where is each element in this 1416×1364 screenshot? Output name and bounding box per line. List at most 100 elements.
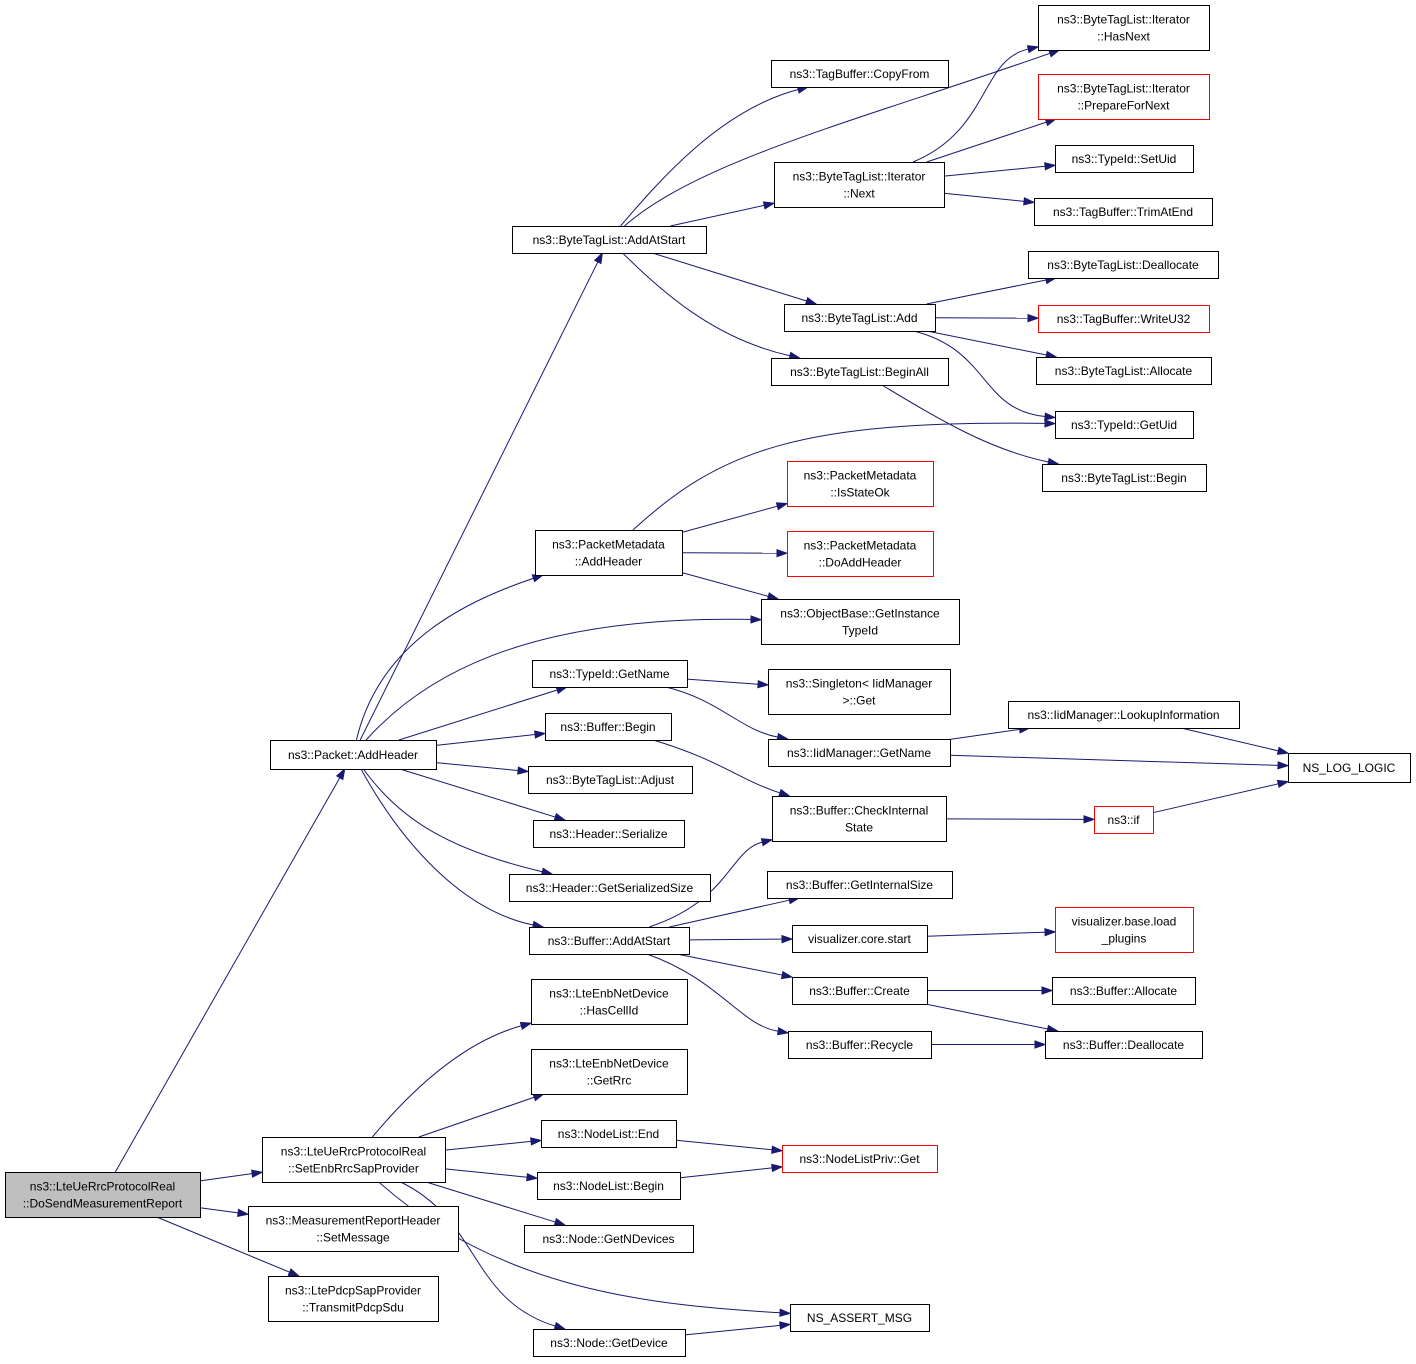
node-box — [537, 1172, 681, 1200]
node-root[interactable]: ns3::LteUeRrcProtocolReal::DoSendMeasure… — [5, 1172, 201, 1218]
node-nodelist-end[interactable]: ns3::NodeList::End — [541, 1120, 677, 1148]
node-buffer-begin[interactable]: ns3::Buffer::Begin — [545, 713, 672, 741]
node-buffer-deallocate[interactable]: ns3::Buffer::Deallocate — [1045, 1031, 1203, 1059]
node-label: ns3::ByteTagList::BeginAll — [790, 365, 929, 379]
node-box — [1028, 251, 1219, 279]
call-edge-buffer_create-to-buffer_deallocate — [925, 1003, 1048, 1030]
arrowhead-icon — [1044, 928, 1057, 937]
call-edge-buffer_addatstart-to-buffer_getinternalsize — [669, 899, 790, 928]
node-label: ::SetEnbRrcSapProvider — [288, 1162, 419, 1176]
node-tagbuffer-trimatend[interactable]: ns3::TagBuffer::TrimAtEnd — [1034, 198, 1213, 226]
node-label: ns3::if — [1107, 813, 1140, 827]
node-typeid-setuid[interactable]: ns3::TypeId::SetUid — [1055, 145, 1194, 173]
node-label: ns3::Buffer::Deallocate — [1063, 1038, 1185, 1052]
node-label: ns3::Header::Serialize — [549, 827, 667, 841]
node-label: ::SetMessage — [316, 1231, 390, 1245]
node-buffer-allocate[interactable]: ns3::Buffer::Allocate — [1052, 977, 1196, 1005]
arrowhead-icon — [780, 970, 794, 980]
node-box — [531, 1049, 688, 1095]
node-box — [529, 927, 690, 955]
node-header-serialize[interactable]: ns3::Header::Serialize — [533, 820, 685, 848]
node-label: ns3::Buffer::Allocate — [1070, 984, 1178, 998]
call-edge-setenb-to-lteenb_getrrc — [418, 1096, 535, 1138]
node-lteenb-hascellid[interactable]: ns3::LteEnbNetDevice::HasCellId — [531, 979, 688, 1025]
node-ns-assert-msg[interactable]: NS_ASSERT_MSG — [790, 1304, 930, 1332]
node-btl-addatstart[interactable]: ns3::ByteTagList::AddAtStart — [512, 226, 707, 254]
node-iidmanager-lookup[interactable]: ns3::IidManager::LookupInformation — [1008, 701, 1240, 729]
arrowhead-icon — [1026, 45, 1040, 54]
call-edge-buffer_begin-to-buffer_checkinternalstate — [652, 739, 781, 794]
node-btl-iter-hasnext[interactable]: ns3::ByteTagList::Iterator::HasNext — [1038, 5, 1210, 51]
call-edge-visualizer_core_start-to-visualizer_base_load — [926, 931, 1046, 937]
node-tagbuffer-copyfrom[interactable]: ns3::TagBuffer::CopyFrom — [771, 60, 949, 88]
node-btl-deallocate[interactable]: ns3::ByteTagList::Deallocate — [1028, 251, 1219, 279]
call-edge-setenb-to-nodelist_end — [444, 1140, 532, 1151]
node-btl-iter-next[interactable]: ns3::ByteTagList::Iterator::Next — [774, 162, 945, 208]
call-edge-packet_addheader-to-header_serialize — [399, 768, 556, 818]
node-transmitpdcp[interactable]: ns3::LtePdcpSapProvider::TransmitPdcpSdu — [268, 1276, 439, 1322]
node-pm-addheader[interactable]: ns3::PacketMetadata::AddHeader — [535, 530, 683, 576]
node-label: visualizer.core.start — [808, 932, 911, 946]
node-pm-doaddheader[interactable]: ns3::PacketMetadata::DoAddHeader — [787, 531, 934, 577]
node-packet-addheader[interactable]: ns3::Packet::AddHeader — [270, 740, 437, 770]
node-box — [512, 226, 707, 254]
node-buffer-recycle[interactable]: ns3::Buffer::Recycle — [788, 1031, 932, 1059]
node-tagbuffer-writeu32[interactable]: ns3::TagBuffer::WriteU32 — [1038, 305, 1210, 333]
arrowhead-icon — [804, 296, 818, 305]
node-pm-isstateok[interactable]: ns3::PacketMetadata::IsStateOk — [787, 461, 934, 507]
node-nodelist-begin[interactable]: ns3::NodeList::Begin — [537, 1172, 681, 1200]
arrowhead-icon — [1044, 162, 1057, 171]
node-btl-adjust[interactable]: ns3::ByteTagList::Adjust — [528, 766, 693, 794]
node-measreport[interactable]: ns3::MeasurementReportHeader::SetMessage — [248, 1206, 459, 1252]
node-node-getndevices[interactable]: ns3::Node::GetNDevices — [524, 1225, 694, 1253]
call-edge-buffer_addatstart-to-buffer_create — [676, 953, 783, 976]
node-setenb[interactable]: ns3::LteUeRrcProtocolReal::SetEnbRrcSapP… — [262, 1137, 446, 1183]
call-edge-btl_iter_next-to-btl_iter_prepare — [926, 121, 1047, 163]
call-edge-ns3_if-to-ns_log_logic — [1152, 783, 1279, 814]
arrowhead-icon — [1027, 313, 1040, 323]
node-typeid-getname[interactable]: ns3::TypeId::GetName — [532, 660, 688, 688]
node-node-getdevice[interactable]: ns3::Node::GetDevice — [533, 1329, 686, 1357]
node-box — [1038, 74, 1210, 120]
arrowhead-icon — [593, 251, 603, 265]
node-buffer-getinternalsize[interactable]: ns3::Buffer::GetInternalSize — [767, 871, 953, 899]
node-btl-allocate[interactable]: ns3::ByteTagList::Allocate — [1036, 357, 1212, 385]
call-edge-pm_addheader-to-typeid_getuid — [632, 422, 1046, 531]
node-iidmanager-getname[interactable]: ns3::IidManager::GetName — [768, 739, 951, 767]
call-edge-buffer_addatstart-to-visualizer_core_start — [688, 938, 783, 941]
arrowhead-icon — [1034, 1040, 1047, 1049]
call-edge-node_getdevice-to-ns_assert_msg — [684, 1324, 781, 1336]
call-edge-pm_addheader-to-objectbase_getinstancetypeid — [681, 572, 769, 597]
node-label: ::DoAddHeader — [819, 556, 902, 570]
call-edge-root-to-measreport — [199, 1207, 239, 1214]
call-edge-iidmanager_getname-to-iidmanager_lookup — [949, 728, 1020, 740]
node-box — [1052, 977, 1196, 1005]
node-btl-iter-prepare[interactable]: ns3::ByteTagList::Iterator::PrepareForNe… — [1038, 74, 1210, 120]
call-edge-root-to-transmitpdcp — [156, 1216, 290, 1273]
node-label: ns3::ByteTagList::Iterator — [1057, 82, 1190, 96]
node-label: ns3::LteUeRrcProtocolReal — [30, 1180, 175, 1194]
node-label: ns3::PacketMetadata — [552, 538, 665, 552]
node-buffer-create[interactable]: ns3::Buffer::Create — [792, 977, 928, 1005]
node-visualizer-base-load[interactable]: visualizer.base.load_plugins — [1055, 907, 1194, 953]
call-edge-setenb-to-nodelist_begin — [444, 1168, 528, 1178]
node-ns3-if[interactable]: ns3::if — [1094, 806, 1154, 834]
node-btl-beginall[interactable]: ns3::ByteTagList::BeginAll — [771, 358, 949, 386]
node-box — [545, 713, 672, 741]
node-btl-begin[interactable]: ns3::ByteTagList::Begin — [1042, 464, 1207, 492]
call-edge-typeid_getname-to-iidmanager_getname — [665, 686, 778, 738]
node-buffer-addatstart[interactable]: ns3::Buffer::AddAtStart — [529, 927, 690, 955]
node-header-getserializedsize[interactable]: ns3::Header::GetSerializedSize — [509, 874, 711, 902]
node-ns-log-logic[interactable]: NS_LOG_LOGIC — [1288, 753, 1411, 783]
node-btl-add[interactable]: ns3::ByteTagList::Add — [784, 304, 936, 332]
call-edge-packet_addheader-to-buffer_begin — [435, 734, 536, 746]
node-label: TypeId — [842, 624, 878, 638]
node-lteenb-getrrc[interactable]: ns3::LteEnbNetDevice::GetRrc — [531, 1049, 688, 1095]
node-nodelistpriv-get[interactable]: ns3::NodeListPriv::Get — [782, 1145, 938, 1173]
node-typeid-getuid[interactable]: ns3::TypeId::GetUid — [1055, 411, 1194, 439]
node-visualizer-core-start[interactable]: visualizer.core.start — [792, 925, 928, 953]
node-singleton-get[interactable]: ns3::Singleton< IidManager>::Get — [768, 669, 951, 715]
call-edge-btl_iter_next-to-typeid_setuid — [943, 165, 1046, 177]
